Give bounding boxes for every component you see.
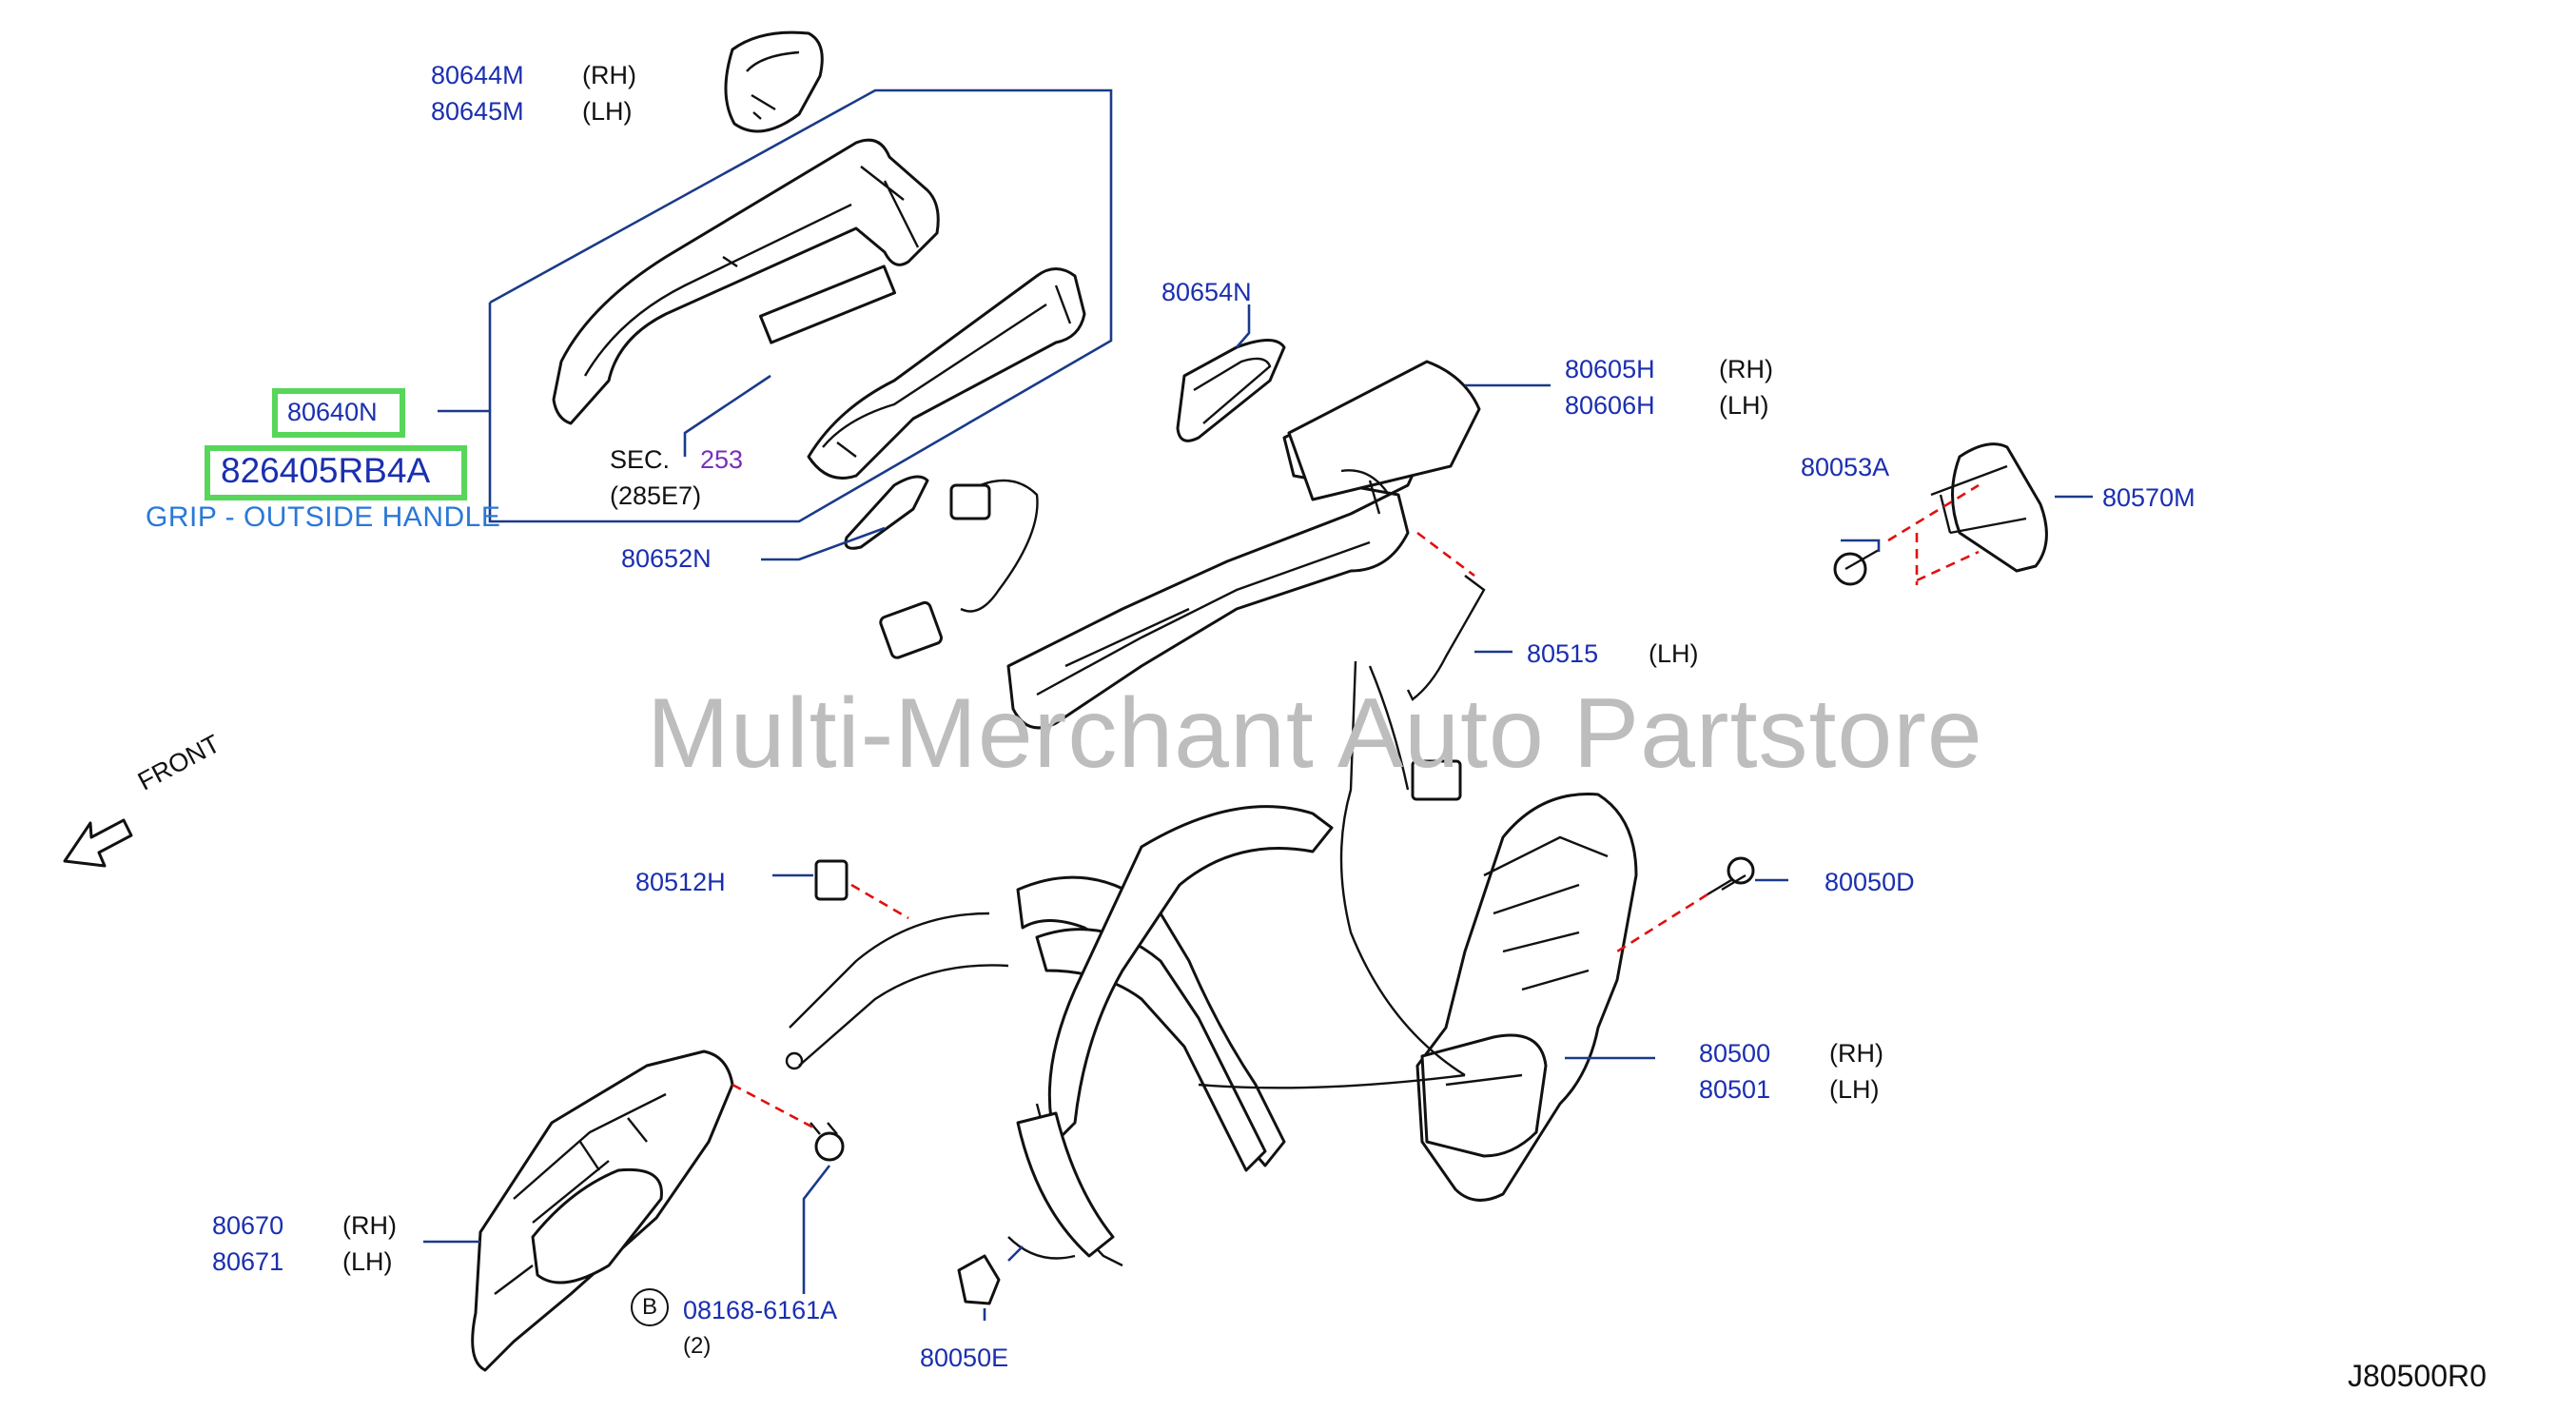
side-80501: (LH) [1829, 1075, 1880, 1104]
watermark: Multi-Merchant Auto Partstore [647, 678, 1983, 789]
lock-rod-part [1406, 575, 1486, 701]
side-80644m: (RH) [582, 61, 636, 89]
part-label-80501[interactable]: 80501 [1699, 1075, 1771, 1104]
part-label-80644m[interactable]: 80644M [431, 61, 524, 89]
part-description: GRIP - OUTSIDE HANDLE [146, 501, 501, 533]
part-label-80500[interactable]: 80500 [1699, 1039, 1771, 1068]
part-label-80512h[interactable]: 80512H [635, 868, 726, 896]
door-cables-part [785, 660, 1466, 1267]
sec-ref-prefix: SEC. [610, 445, 671, 474]
leader-lines [423, 304, 2093, 1321]
gasket-part [1176, 339, 1286, 442]
cable-clip-part [814, 859, 849, 901]
screw-80050d-part [1707, 856, 1755, 896]
part-label-80050e[interactable]: 80050E [920, 1343, 1009, 1372]
part-label-highlight-box [272, 388, 405, 438]
part-label-80671[interactable]: 80671 [212, 1247, 284, 1276]
part-number-826405rb4a[interactable]: 826405RB4A [221, 451, 431, 490]
sec-ref-sub: (285E7) [610, 481, 702, 510]
side-80605h: (RH) [1719, 355, 1773, 383]
door-lock-actuator-part [1411, 759, 1638, 1202]
outside-handle-grip-part [552, 138, 940, 425]
side-80515: (LH) [1649, 639, 1699, 668]
bolt-circle-badge: B [631, 1288, 669, 1326]
side-80645m: (LH) [582, 97, 633, 126]
part-label-80570m[interactable]: 80570M [2102, 483, 2195, 512]
part-label-80605h[interactable]: 80605H [1565, 355, 1655, 383]
cable-clip-80050e-part [957, 1254, 1001, 1305]
striker-part [1930, 442, 2048, 573]
part-label-80640n[interactable]: 80640N [287, 398, 378, 426]
screw-80053a-part [1833, 548, 1880, 586]
handle-frame-part [807, 267, 1086, 480]
handle-cap-part [724, 30, 824, 133]
bolt-part [810, 1122, 845, 1162]
sec-ref-number[interactable]: 253 [700, 445, 744, 474]
diagram-ref: J80500R0 [2348, 1359, 2487, 1393]
handle-bracket-part [1006, 360, 1481, 730]
inside-handle-part [471, 1049, 734, 1372]
side-80671: (LH) [342, 1247, 393, 1276]
part-label-80645m[interactable]: 80645M [431, 97, 524, 126]
part-label-80050d[interactable]: 80050D [1825, 868, 1915, 896]
part-label-80515[interactable]: 80515 [1527, 639, 1599, 668]
part-label-08168-6161a[interactable]: 08168-6161A [683, 1296, 838, 1324]
handle-wire-part [879, 479, 1039, 659]
part-label-80652n[interactable]: 80652N [621, 544, 712, 573]
front-arrow-icon [63, 818, 133, 868]
side-80670: (RH) [342, 1211, 397, 1240]
side-80606h: (LH) [1719, 391, 1769, 420]
handle-group-bracket [438, 88, 1113, 523]
part-label-80670[interactable]: 80670 [212, 1211, 284, 1240]
side-80500: (RH) [1829, 1039, 1883, 1068]
part-label-80053a[interactable]: 80053A [1801, 453, 1890, 481]
small-gasket-part [844, 475, 929, 550]
part-number-highlight-box [205, 445, 467, 500]
connection-lines [732, 483, 1980, 1129]
part-label-80606h[interactable]: 80606H [1565, 391, 1655, 420]
part-label-80654n[interactable]: 80654N [1161, 278, 1252, 306]
bolt-qty: (2) [683, 1333, 712, 1359]
